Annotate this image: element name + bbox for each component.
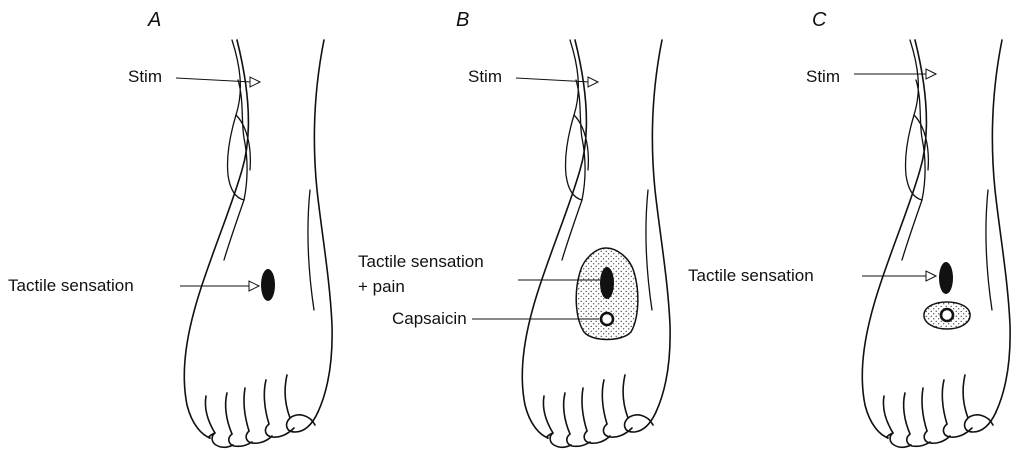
sensation-label-a: Tactile sensation xyxy=(8,276,134,295)
foot-outline-b xyxy=(522,40,670,447)
panel-a: A Stim Tactile sensation xyxy=(8,9,332,447)
tactile-spot-a xyxy=(261,269,275,301)
stim-arrowhead-b xyxy=(588,77,598,87)
capsaicin-site-b xyxy=(601,313,613,325)
stim-arrowhead-a xyxy=(250,77,260,87)
panel-b: B Stim Tactile sensation + pain Capsaici… xyxy=(358,9,670,447)
stim-label-a: Stim xyxy=(128,67,162,86)
tactile-spot-b xyxy=(600,267,614,299)
sensation-label-c: Tactile sensation xyxy=(688,266,814,285)
foot-outline-c xyxy=(862,40,1010,447)
panel-letter-a: A xyxy=(147,9,161,31)
panel-letter-c: C xyxy=(812,9,827,31)
tactile-spot-c xyxy=(939,262,953,294)
foot-outline-a xyxy=(184,40,332,447)
sensation-label-b: Tactile sensation xyxy=(358,252,484,271)
stim-arrowhead-c xyxy=(926,69,936,79)
stim-label-b: Stim xyxy=(468,67,502,86)
panel-letter-b: B xyxy=(456,9,469,31)
stim-label-c: Stim xyxy=(806,67,840,86)
pain-label-b: + pain xyxy=(358,277,405,296)
sensation-arrowhead-a xyxy=(249,281,259,291)
stim-arrow-b xyxy=(516,78,590,82)
capsaicin-site-c xyxy=(941,309,953,321)
sensation-arrowhead-c xyxy=(926,271,936,281)
panel-c: C Stim Tactile sensation xyxy=(688,9,1010,447)
capsaicin-label-b: Capsaicin xyxy=(392,309,467,328)
